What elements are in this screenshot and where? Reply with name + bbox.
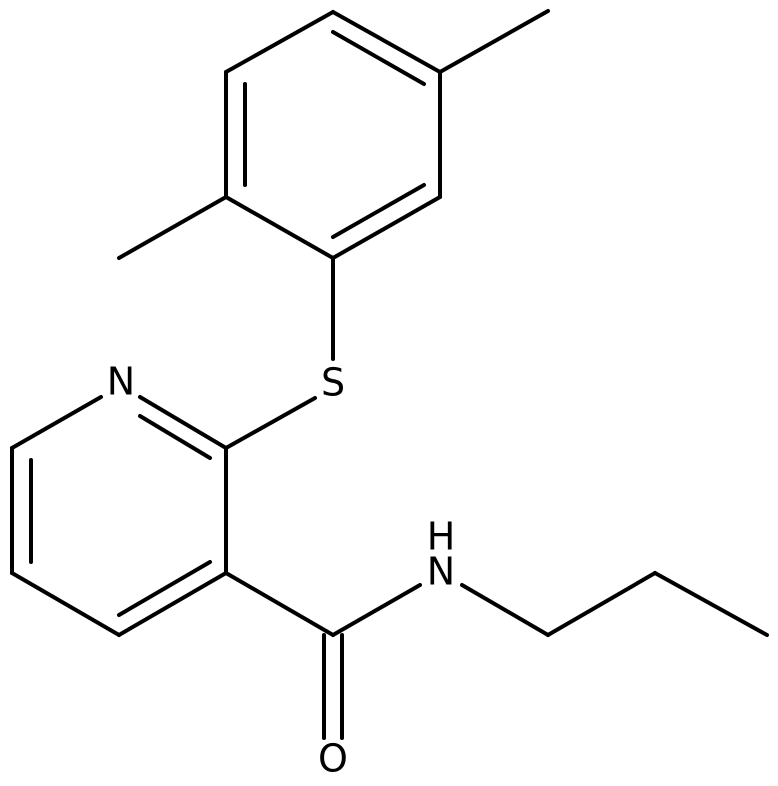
bond-pyridine-n-c2	[138, 395, 228, 450]
carbonyl-oxygen-label: O	[318, 737, 348, 781]
bond-phenyl-c1-c2-inner	[331, 30, 426, 86]
bond-propyl-terminal	[653, 571, 769, 637]
atom-labels: N S H N O	[107, 360, 456, 781]
bond-pyridine-c4-c5	[10, 571, 121, 637]
bond-amide-nitrogen-propyl	[460, 583, 550, 637]
bond-carbonyl-amide-nitrogen	[331, 583, 422, 637]
bond-phenyl-c4-c5	[224, 195, 335, 260]
sulfur-label: S	[321, 361, 345, 405]
bond-pyridine-n-c2-inner	[138, 414, 212, 460]
bond-pyridine-c6-n	[10, 395, 103, 450]
bond-sulfur-pyridine	[224, 396, 317, 450]
bond-propyl-middle	[546, 571, 657, 637]
n-propyl-carboxamide	[224, 571, 769, 740]
bond-phenyl-c1-c2	[331, 10, 442, 74]
amide-hydrogen-label: H	[427, 515, 456, 559]
bond-phenyl-c3-c4-inner	[331, 183, 426, 239]
dimethylphenyl-ring	[117, 9, 550, 260]
bond-pyridine-c3-c4	[117, 571, 228, 637]
amide-nitrogen-label: N	[427, 550, 455, 594]
pyridine-ring	[10, 395, 228, 637]
bond-phenyl-methyl-lower	[117, 195, 228, 260]
bond-phenyl-c3-c4	[331, 195, 442, 260]
pyridine-nitrogen-label: N	[107, 360, 135, 404]
bond-pyridine-carbonyl	[224, 571, 335, 637]
bond-phenyl-methyl-upper	[438, 9, 550, 74]
bond-pyridine-c3-c4-inner	[117, 560, 212, 617]
bond-phenyl-c6-c1	[224, 10, 335, 74]
thioether-linkage	[224, 256, 335, 450]
